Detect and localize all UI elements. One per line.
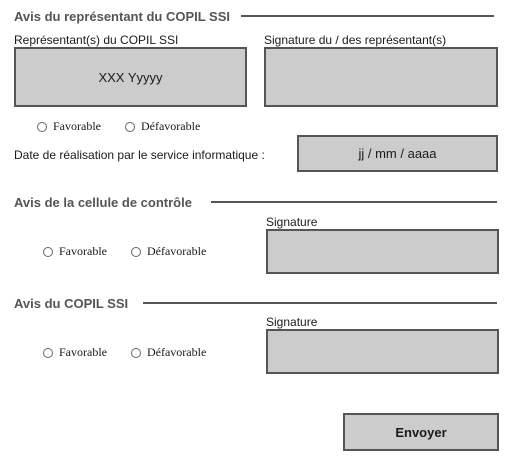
section-title-representative: Avis du représentant du COPIL SSI <box>14 9 230 24</box>
submit-button-label: Envoyer <box>395 424 447 440</box>
copil-favorable-option[interactable]: Favorable <box>43 345 107 360</box>
representative-opinion-radio-group: Favorable Défavorable <box>37 119 200 134</box>
section-title-copil: Avis du COPIL SSI <box>14 296 129 311</box>
control-cell-favorable-option[interactable]: Favorable <box>43 244 107 259</box>
radio-circle-icon[interactable] <box>130 347 141 358</box>
radio-circle-icon[interactable] <box>43 347 53 358</box>
radio-label-favorable: Favorable <box>59 345 107 359</box>
copil-opinion-radio-group: Favorable Défavorable <box>43 345 206 360</box>
section-divider-copil <box>143 302 497 304</box>
copil-defavorable-option[interactable]: Défavorable <box>130 345 207 360</box>
control-cell-signature-field[interactable] <box>266 229 499 274</box>
representative-name-field[interactable]: XXX Yyyyy <box>14 47 247 107</box>
radio-circle-icon[interactable] <box>130 246 141 257</box>
radio-circle-icon[interactable] <box>43 246 53 257</box>
representative-label: Représentant(s) du COPIL SSI <box>14 33 179 47</box>
section-divider-control-cell <box>211 201 497 203</box>
copil-signature-field[interactable] <box>266 329 499 374</box>
representative-signature-label: Signature du / des représentant(s) <box>264 33 447 47</box>
completion-date-field[interactable]: jj / mm / aaaa <box>297 135 498 172</box>
control-cell-signature-label: Signature <box>266 215 318 229</box>
radio-label-defavorable: Défavorable <box>146 345 207 359</box>
control-cell-opinion-radio-group: Favorable Défavorable <box>43 244 206 259</box>
control-cell-defavorable-option[interactable]: Défavorable <box>130 244 207 259</box>
radio-label-defavorable: Défavorable <box>146 244 207 258</box>
representative-signature-field[interactable] <box>264 47 498 107</box>
copil-signature-label: Signature <box>266 315 318 329</box>
radio-label-defavorable: Défavorable <box>140 119 201 133</box>
representative-name-value: XXX Yyyyy <box>98 69 163 85</box>
section-title-control-cell: Avis de la cellule de contrôle <box>14 195 192 210</box>
radio-circle-icon[interactable] <box>124 121 135 132</box>
completion-date-placeholder: jj / mm / aaaa <box>358 146 437 161</box>
radio-circle-icon[interactable] <box>37 121 47 132</box>
completion-date-label: Date de réalisation par le service infor… <box>14 148 265 162</box>
radio-label-favorable: Favorable <box>59 244 107 258</box>
representative-favorable-option[interactable]: Favorable <box>37 119 101 134</box>
radio-label-favorable: Favorable <box>53 119 101 133</box>
section-divider-representative <box>241 15 494 17</box>
representative-defavorable-option[interactable]: Défavorable <box>124 119 201 134</box>
submit-button[interactable]: Envoyer <box>343 413 499 451</box>
